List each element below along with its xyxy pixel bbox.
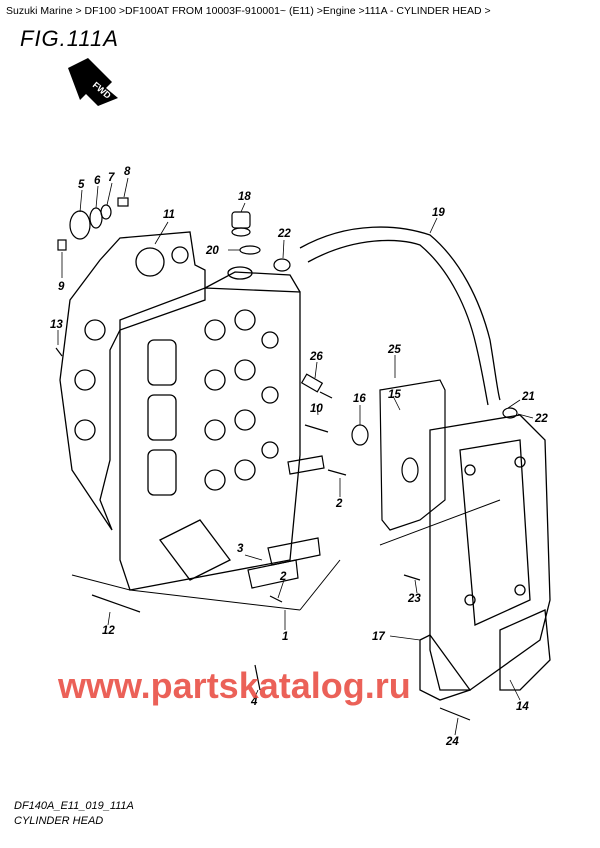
callout-14: 14 [516, 701, 529, 713]
callout-12: 12 [102, 625, 115, 637]
callout-10: 10 [310, 403, 323, 415]
cover-gasket [379, 379, 446, 531]
callout-4: 4 [250, 696, 258, 708]
callout-21: 21 [521, 391, 535, 403]
hose-clamp [273, 258, 518, 419]
callout-3: 3 [237, 543, 244, 555]
watermark: www.partskatalog.ru [57, 665, 411, 706]
callout-2-lower: 2 [279, 571, 287, 583]
callout-26: 26 [309, 351, 323, 363]
callout-20: 20 [205, 245, 219, 257]
assembly-outline [71, 499, 501, 611]
callout-23: 23 [407, 593, 421, 605]
cylinder-head [119, 266, 301, 591]
callout-16: 16 [353, 393, 366, 405]
callout-8: 8 [124, 166, 131, 178]
bracket [247, 455, 325, 589]
callout-7: 7 [108, 172, 115, 184]
leader-lines [57, 177, 534, 736]
hose [299, 226, 501, 406]
callout-19: 19 [432, 207, 445, 219]
callout-18: 18 [238, 191, 251, 203]
cylinder-head-gasket [59, 231, 206, 531]
figure-title: FIG.111A [20, 26, 119, 51]
callout-2-upper: 2 [335, 498, 343, 510]
callout-13: 13 [50, 319, 63, 331]
callout-22-lower: 22 [534, 413, 548, 425]
oil-filler-cap [231, 211, 261, 255]
callout-5: 5 [78, 179, 85, 191]
fwd-arrow-icon: FWD [68, 58, 118, 106]
callout-1: 1 [282, 631, 288, 643]
drawing-name: CYLINDER HEAD [14, 815, 104, 827]
breadcrumb: Suzuki Marine > DF100 >DF100AT FROM 1000… [6, 5, 491, 17]
callout-9: 9 [58, 281, 65, 293]
callout-17: 17 [372, 631, 385, 643]
o-ring [351, 424, 369, 446]
callout-24: 24 [445, 736, 459, 748]
callout-15: 15 [388, 389, 401, 401]
cylinder-head-cover [419, 414, 551, 701]
bolts [55, 347, 471, 721]
callout-11: 11 [163, 209, 175, 221]
drawing-code: DF140A_E11_019_111A [14, 800, 134, 812]
callout-labels: 1 2 2 3 4 5 6 7 8 9 10 11 12 13 14 15 16… [50, 166, 548, 748]
sensor [300, 373, 333, 399]
callout-22-upper: 22 [277, 228, 291, 240]
callout-25: 25 [387, 344, 401, 356]
callout-6: 6 [94, 175, 101, 187]
thermostat-cover-assembly [57, 197, 129, 251]
